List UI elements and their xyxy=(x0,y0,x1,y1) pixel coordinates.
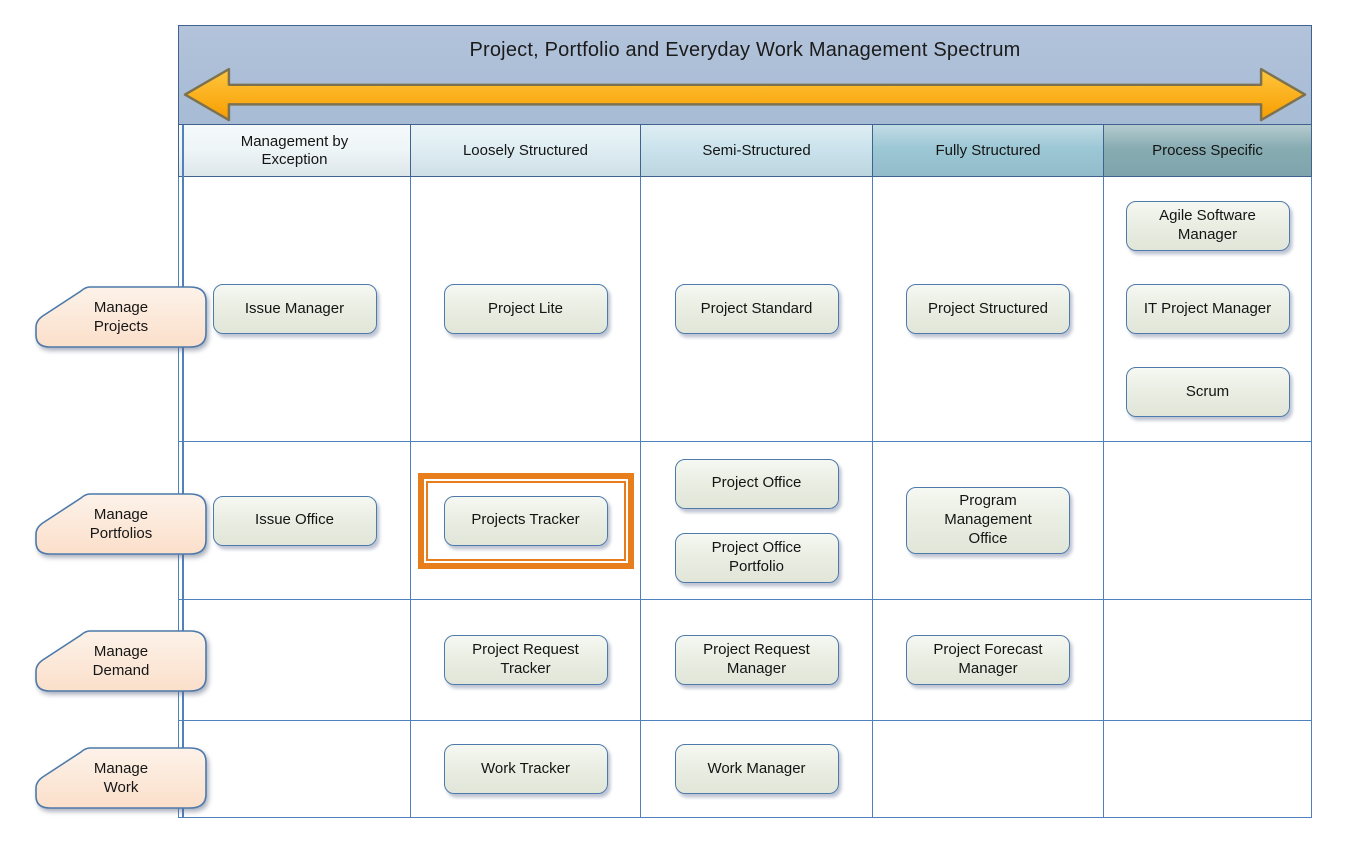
double-arrow-icon xyxy=(183,67,1307,122)
pill-project-structured[interactable]: Project Structured xyxy=(906,284,1070,334)
column-header-fully-structured: Fully Structured xyxy=(873,125,1104,177)
cell-manage-work-management-by-exception xyxy=(178,721,411,818)
pill-agile-software-manager[interactable]: Agile Software Manager xyxy=(1125,201,1290,251)
column-header-process-specific: Process Specific xyxy=(1104,125,1312,177)
cell-manage-projects-fully-structured: Project Structured xyxy=(873,177,1104,442)
cell-manage-demand-loosely-structured: Project Request Tracker xyxy=(411,600,641,721)
pill-it-project-manager[interactable]: IT Project Manager xyxy=(1125,284,1290,334)
row-label-text: Manage Work xyxy=(93,759,149,797)
cell-manage-work-loosely-structured: Work Tracker xyxy=(411,721,641,818)
highlight-box: Projects Tracker xyxy=(417,472,634,569)
column-header-loosely-structured: Loosely Structured xyxy=(411,125,641,177)
cell-manage-demand-management-by-exception xyxy=(178,600,411,721)
pill-issue-office[interactable]: Issue Office xyxy=(212,495,377,546)
pill-project-request-manager[interactable]: Project Request Manager xyxy=(674,635,839,685)
tag-shape xyxy=(35,493,207,555)
cell-manage-work-semi-structured: Work Manager xyxy=(641,721,873,818)
cell-manage-portfolios-loosely-structured: Projects Tracker xyxy=(411,442,641,600)
row-label-manage-projects: Manage Projects xyxy=(32,285,210,349)
cell-manage-work-process-specific xyxy=(1104,721,1312,818)
tag-shape xyxy=(35,630,207,692)
pill-project-office-portfolio[interactable]: Project Office Portfolio xyxy=(674,532,839,583)
matrix-grid: Issue Manager Project Lite Project Standar… xyxy=(178,177,1312,818)
cell-manage-projects-semi-structured: Project Standard xyxy=(641,177,873,442)
pill-project-request-tracker[interactable]: Project Request Tracker xyxy=(443,635,608,685)
row-label-manage-work: Manage Work xyxy=(32,746,210,810)
pill-project-forecast-manager[interactable]: Project Forecast Manager xyxy=(906,635,1070,685)
column-header-management-by-exception: Management by Exception xyxy=(178,125,411,177)
cell-manage-demand-fully-structured: Project Forecast Manager xyxy=(873,600,1104,721)
spectrum-header: Project, Portfolio and Everyday Work Man… xyxy=(178,25,1312,125)
left-axis-line xyxy=(182,125,184,818)
spectrum-title: Project, Portfolio and Everyday Work Man… xyxy=(469,39,1021,61)
cell-manage-projects-process-specific: Agile Software Manager IT Project Manager… xyxy=(1104,177,1312,442)
pill-project-lite[interactable]: Project Lite xyxy=(443,284,608,334)
pill-work-tracker[interactable]: Work Tracker xyxy=(443,744,608,794)
highlight-box-inner: Projects Tracker xyxy=(425,480,626,561)
spectrum-table: Project, Portfolio and Everyday Work Man… xyxy=(178,25,1312,818)
pill-program-management-office[interactable]: Program Management Office xyxy=(906,487,1070,554)
pill-projects-tracker[interactable]: Projects Tracker xyxy=(443,495,608,546)
column-header-semi-structured: Semi-Structured xyxy=(641,125,873,177)
pill-project-office[interactable]: Project Office xyxy=(674,458,839,509)
row-label-text: Manage Demand xyxy=(92,642,150,680)
cell-manage-demand-semi-structured: Project Request Manager xyxy=(641,600,873,721)
cell-manage-portfolios-process-specific xyxy=(1104,442,1312,600)
cell-manage-projects-management-by-exception: Issue Manager xyxy=(178,177,411,442)
row-label-manage-demand: Manage Demand xyxy=(32,629,210,693)
cell-manage-portfolios-fully-structured: Program Management Office xyxy=(873,442,1104,600)
pill-work-manager[interactable]: Work Manager xyxy=(674,744,839,794)
tag-shape xyxy=(35,286,207,348)
row-label-text: Manage Portfolios xyxy=(89,505,153,543)
cell-manage-demand-process-specific xyxy=(1104,600,1312,721)
cell-manage-work-fully-structured xyxy=(873,721,1104,818)
row-label-text: Manage Projects xyxy=(93,298,149,336)
cell-manage-portfolios-management-by-exception: Issue Office xyxy=(178,442,411,600)
pill-issue-manager[interactable]: Issue Manager xyxy=(212,284,377,334)
pill-scrum[interactable]: Scrum xyxy=(1125,367,1290,417)
pill-project-standard[interactable]: Project Standard xyxy=(674,284,839,334)
row-label-manage-portfolios: Manage Portfolios xyxy=(32,492,210,556)
cell-manage-projects-loosely-structured: Project Lite xyxy=(411,177,641,442)
tag-shape xyxy=(35,747,207,809)
